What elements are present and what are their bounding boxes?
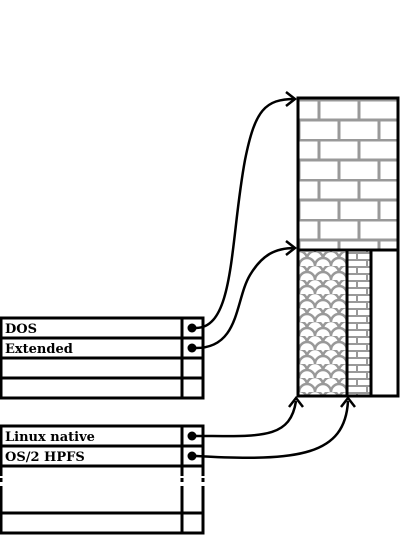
arrow-os2-hpfs (195, 400, 350, 460)
pointer-dot (187, 323, 197, 333)
table-row-label: Linux native (5, 430, 95, 445)
extended-table-bottom (0, 486, 205, 535)
pointer-dot (187, 431, 197, 441)
pointer-dot (187, 343, 197, 353)
table-row-label: Extended (5, 342, 73, 357)
table-row-label: OS/2 HPFS (5, 450, 85, 465)
free-space-area (372, 251, 397, 397)
linux-native-area (299, 251, 346, 397)
pointer-dot (187, 451, 197, 461)
arrowhead (288, 395, 304, 408)
primary-partition-table: DOS Extended (0, 316, 205, 400)
disk-block (296, 96, 400, 398)
extended-partition-table: Linux native OS/2 HPFS (0, 424, 205, 535)
arrow-dos (195, 97, 296, 330)
arrow-linux-native (195, 400, 298, 438)
table-row-label: DOS (5, 322, 37, 337)
arrowhead (340, 395, 356, 408)
os2-hpfs-area (348, 251, 370, 397)
pointer-arrows (195, 91, 356, 460)
arrowhead (285, 91, 298, 107)
arrowhead (285, 240, 298, 256)
dos-partition-area (299, 99, 397, 249)
extended-table-outline (0, 424, 205, 476)
arrow-extended (195, 246, 296, 350)
